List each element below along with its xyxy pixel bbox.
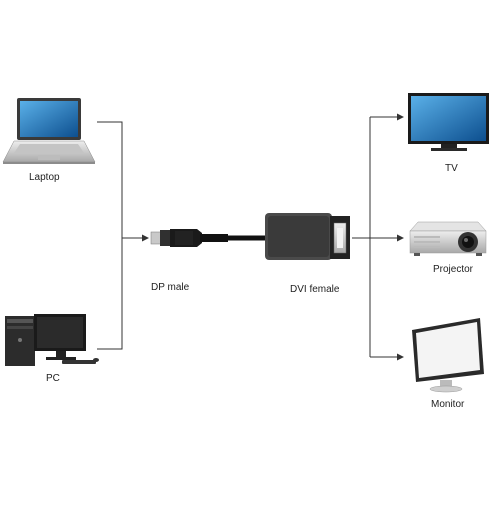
output-lines: [352, 113, 404, 361]
pc-label: PC: [46, 373, 60, 384]
tv-label: TV: [445, 163, 458, 174]
projector-label: Projector: [433, 264, 474, 275]
input-bracket-line: [97, 121, 123, 350]
dp-male-connector-icon: [150, 229, 228, 247]
laptop-icon: [2, 98, 96, 164]
monitor-icon: [412, 318, 484, 393]
tv-icon: [408, 93, 489, 151]
pc-icon: [5, 314, 99, 366]
projector-icon: [409, 221, 487, 256]
input-lines: [97, 121, 149, 350]
laptop-label: Laptop: [29, 172, 60, 183]
monitor-label: Monitor: [431, 399, 465, 410]
dp-male-label: DP male: [151, 282, 190, 293]
dvi-female-label: DVI female: [290, 284, 340, 295]
dvi-female-adapter-icon: [265, 213, 350, 260]
